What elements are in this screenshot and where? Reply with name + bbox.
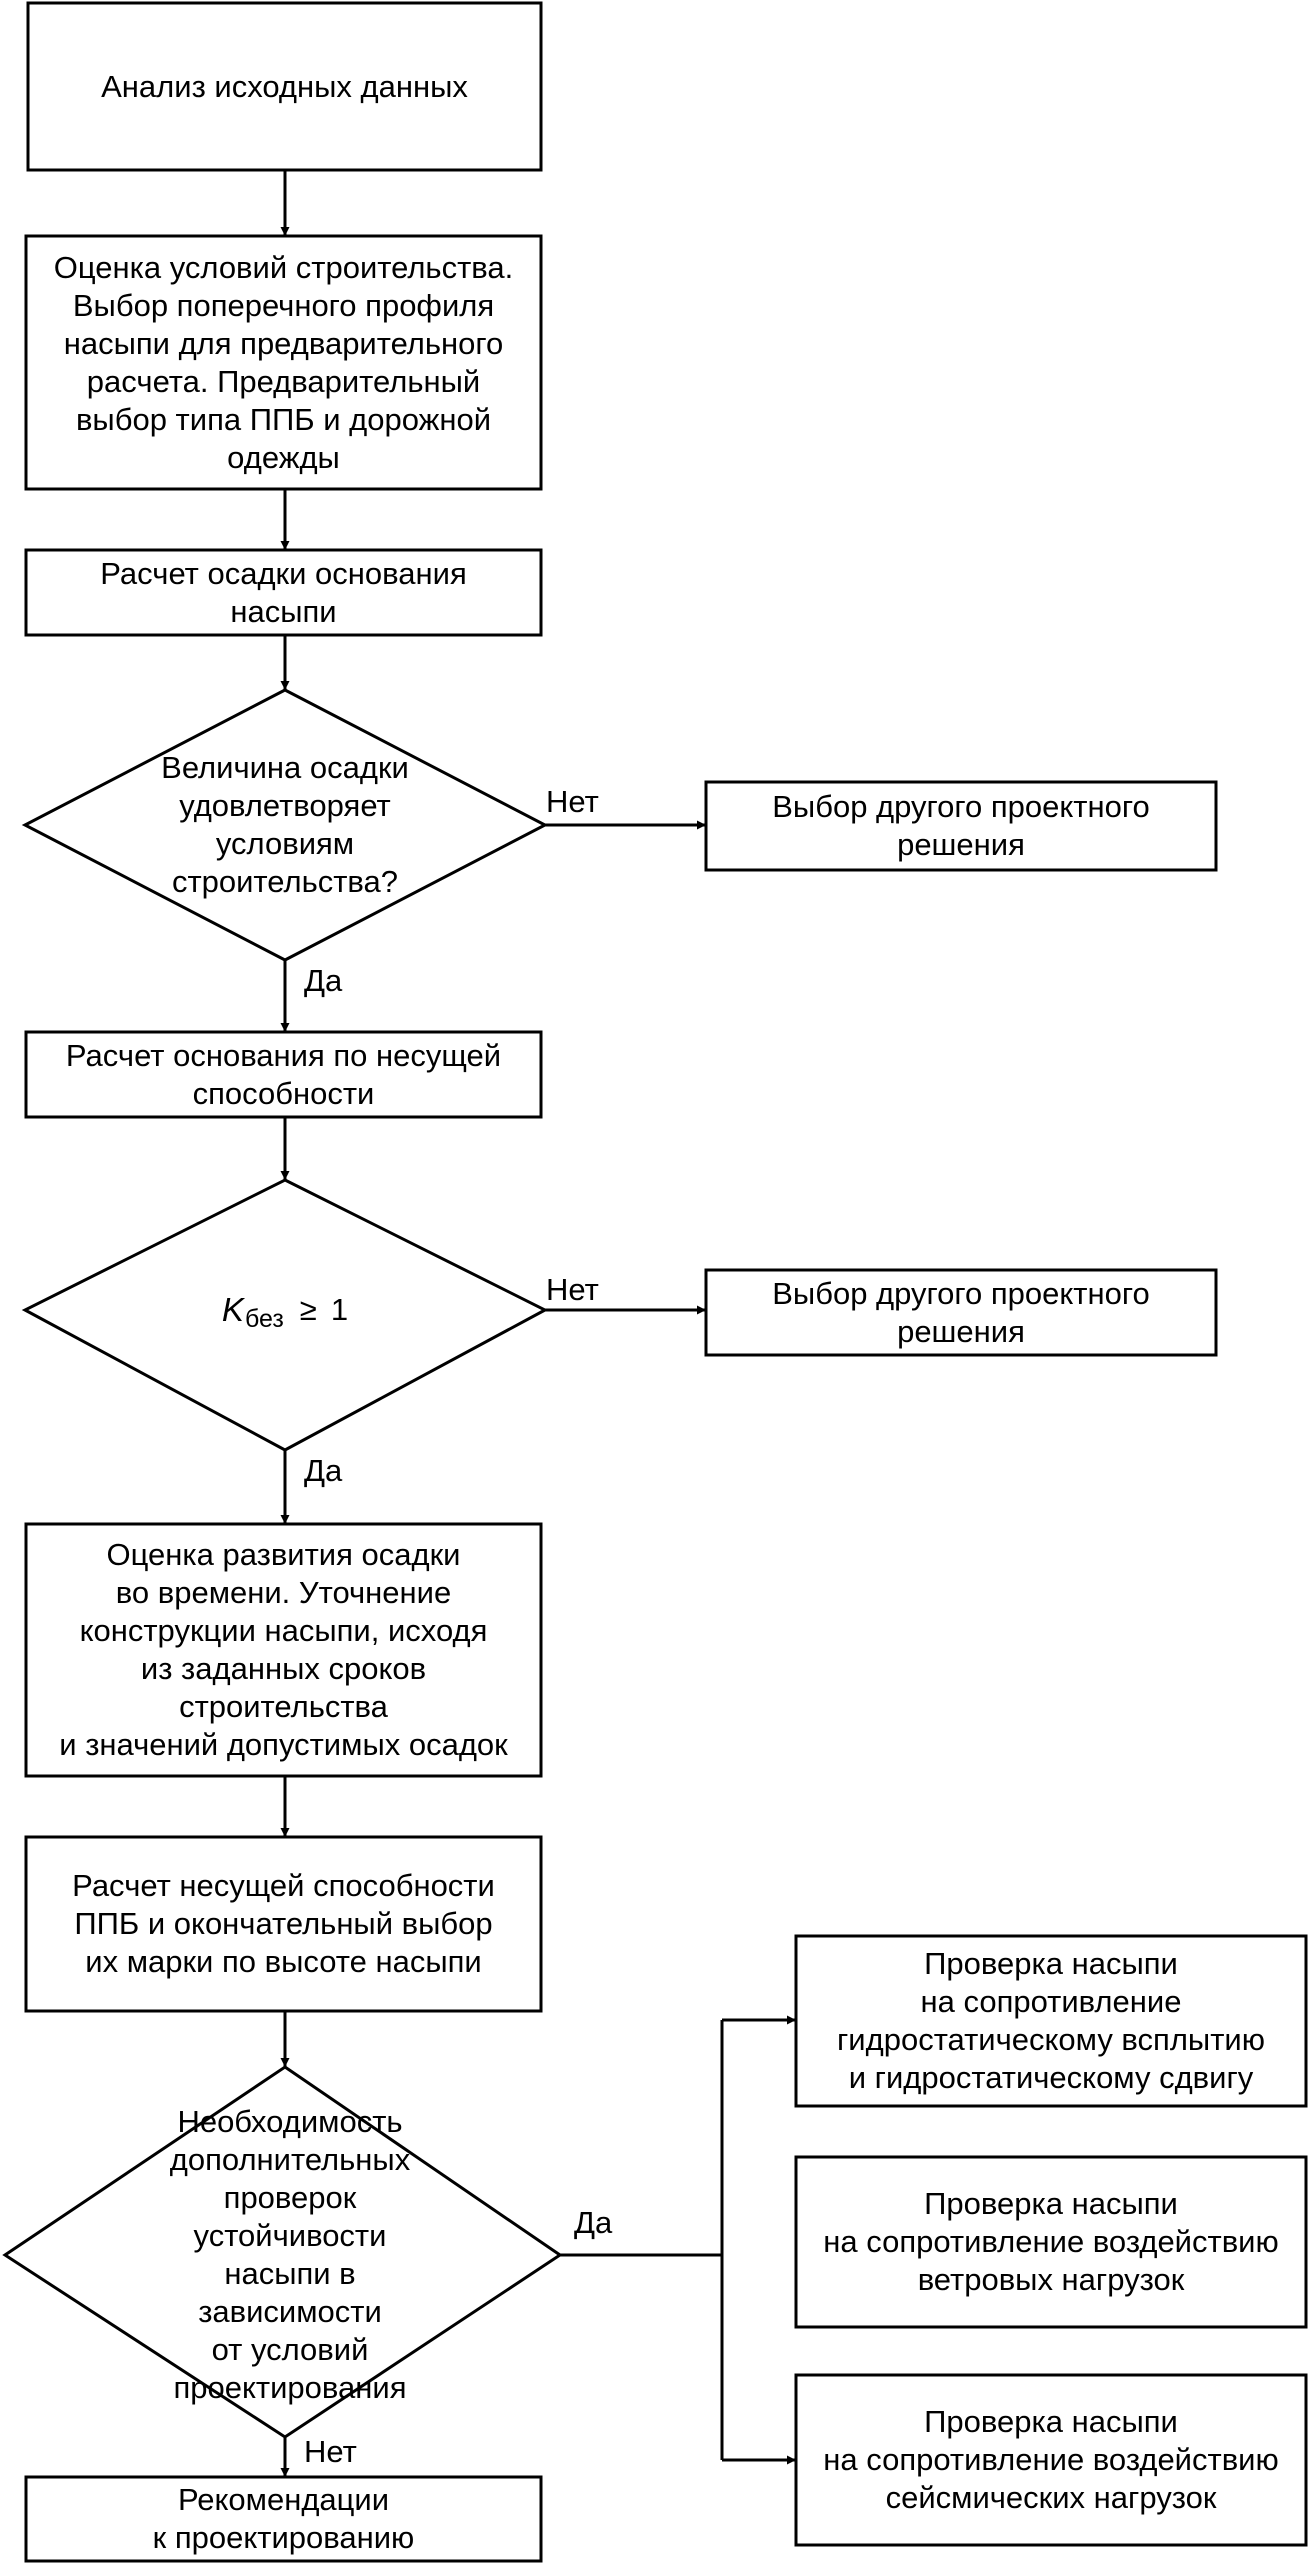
safety-operator: ≥ (299, 1292, 317, 1327)
box-check-wind: Проверка насыпи на сопротивление воздейс… (796, 2157, 1306, 2327)
box-recommendations: Рекомендации к проектированию (26, 2477, 541, 2561)
box-alt1-frame (704, 780, 1218, 872)
box-time-evaluation: Оценка развития осадки во времени. Уточн… (26, 1524, 541, 1776)
box-bearing-calc: Расчет основания по несущей способности (26, 1032, 541, 1117)
box-ppb-bearing-text: Расчет несущей способности ППБ и окончат… (72, 1868, 495, 1979)
safety-symbol: K (221, 1291, 244, 1328)
box-seismic-frame (794, 2373, 1308, 2547)
box-alt-solution-1: Выбор другого проектного решения (706, 782, 1216, 870)
box-analysis-frame (26, 1, 543, 172)
box-wind-frame (794, 2155, 1308, 2329)
decision-settlement-ok-text: Величина осадки удовлетворяет условиям с… (161, 750, 409, 899)
box-bearing-calc-text: Расчет основания по несущей способности (65, 1037, 502, 1111)
box-check-wind-text: Проверка насыпи на сопротивление воздейс… (823, 2186, 1279, 2297)
label-yes-3: Да (574, 2205, 613, 2240)
box-time-evaluation-text: Оценка развития осадки во времени. Уточн… (59, 1537, 508, 1762)
box-alt-solution-2-text: Выбор другого проектного решения (772, 1275, 1150, 1349)
decision-settlement-ok: Величина осадки удовлетворяет условиям с… (120, 750, 450, 899)
box-alt2-frame (704, 1268, 1218, 1357)
label-yes-2: Да (304, 1453, 343, 1488)
label-no-3: Нет (304, 2434, 357, 2469)
box-conditions-text: Оценка условий строительства. Выбор попе… (53, 249, 514, 475)
box-alt-solution-2: Выбор другого проектного решения (706, 1270, 1216, 1355)
box-ppb-frame (24, 1835, 543, 2013)
box-analysis: Анализ исходных данных (28, 3, 541, 170)
label-yes-1: Да (304, 963, 343, 998)
box-check-seismic-text: Проверка насыпи на сопротивление воздейс… (823, 2404, 1279, 2515)
label-no-2: Нет (546, 1272, 599, 1307)
box-analysis-text: Анализ исходных данных (101, 68, 468, 104)
box-check-seismic: Проверка насыпи на сопротивление воздейс… (796, 2375, 1306, 2545)
box-check-hydro-text: Проверка насыпи на сопротивление гидрост… (837, 1946, 1265, 2095)
safety-subscript: без (244, 1305, 284, 1333)
decision-extra-checks: Необходимость дополнительных проверок ус… (130, 2104, 450, 2405)
label-no-1: Нет (546, 784, 599, 819)
safety-value: 1 (330, 1292, 349, 1327)
box-ppb-bearing: Расчет несущей способности ППБ и окончат… (26, 1837, 541, 2011)
box-alt-solution-1-text: Выбор другого проектного решения (772, 789, 1150, 862)
box-conditions: Оценка условий строительства. Выбор попе… (26, 236, 541, 489)
box-recommend-frame (24, 2475, 543, 2563)
box-check-hydro: Проверка насыпи на сопротивление гидрост… (796, 1936, 1306, 2106)
decision-extra-checks-text: Необходимость дополнительных проверок ус… (169, 2104, 411, 2405)
box-settlement-calc-text: Расчет осадки основания насыпи (100, 555, 467, 629)
box-settlement-calc: Расчет осадки основания насыпи (26, 550, 541, 635)
box-conditions-frame (24, 234, 543, 491)
box-recommendations-text: Рекомендации к проектированию (152, 2482, 415, 2555)
